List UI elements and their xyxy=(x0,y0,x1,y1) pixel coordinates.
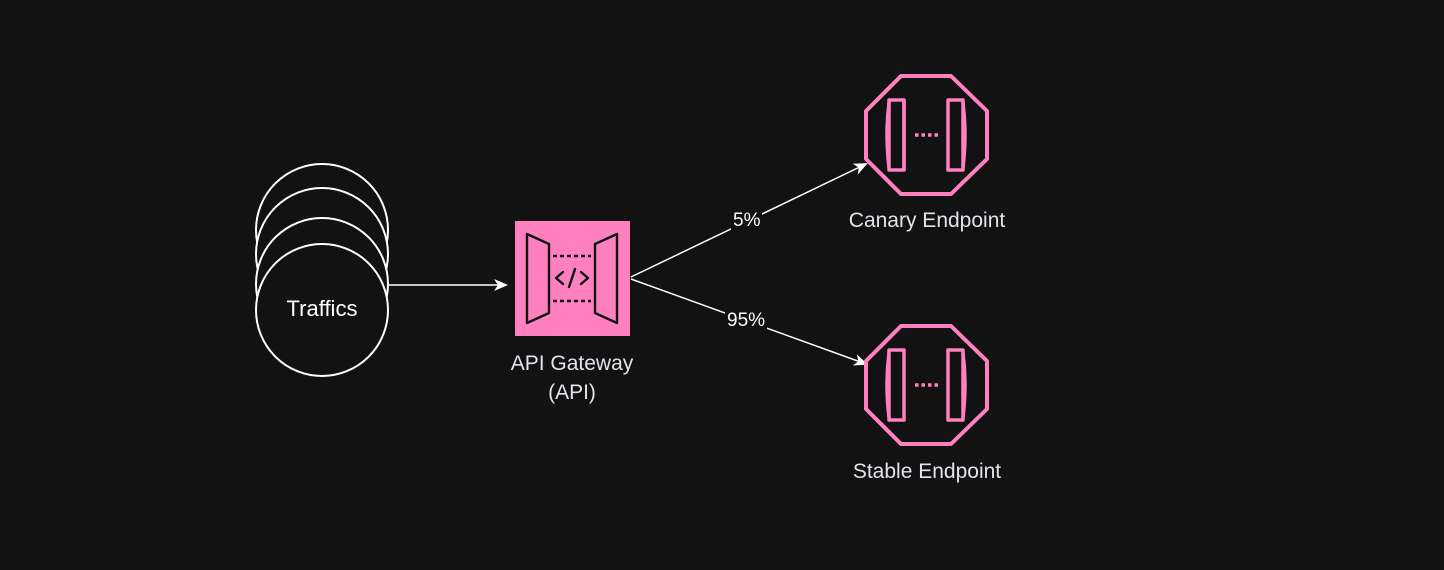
traffic-circle-1 xyxy=(255,243,389,377)
traffics-label: Traffics xyxy=(286,296,358,321)
api-gateway-label-line1: API Gateway xyxy=(510,352,634,375)
stable-endpoint-icon[interactable] xyxy=(864,324,989,446)
traffics-node[interactable] xyxy=(255,163,389,377)
canary-endpoint-icon[interactable] xyxy=(864,74,989,196)
edge-label-canary-percent: 5% xyxy=(731,210,763,231)
api-gateway-icon[interactable] xyxy=(515,221,630,336)
canary-endpoint-label: Canary Endpoint xyxy=(848,209,1006,232)
stable-endpoint-label: Stable Endpoint xyxy=(852,460,1002,483)
edge-label-stable-percent: 95% xyxy=(725,310,768,331)
api-gateway-label-line2: (API) xyxy=(548,381,596,404)
